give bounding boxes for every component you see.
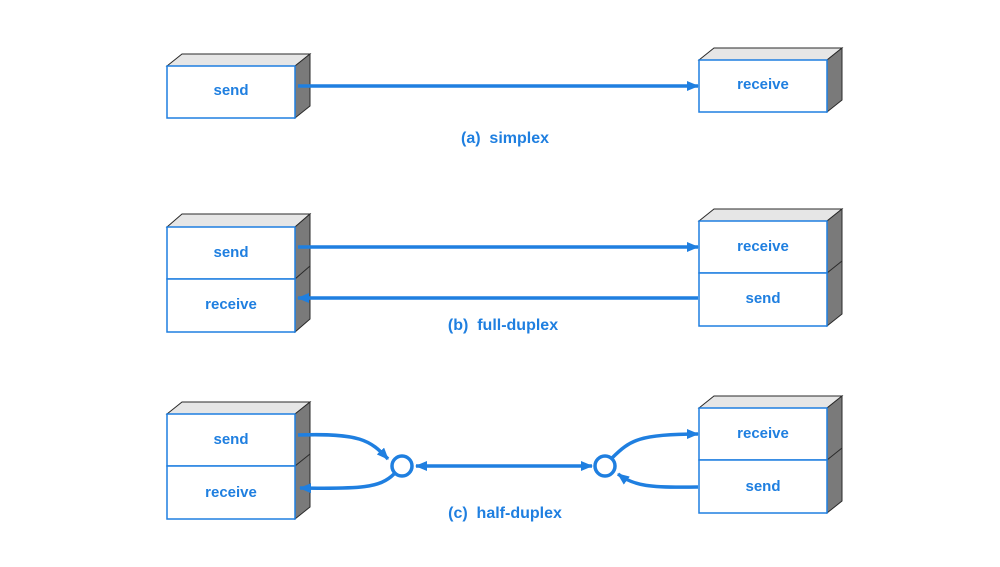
simplex-sender-box: send [165,52,312,120]
simplex-receiver-box: receive [697,46,844,114]
half-duplex-left-receive-label: receive [205,484,257,501]
half-duplex-left-send-label: send [213,431,248,448]
half-duplex-right-switch-node [593,454,617,478]
simplex-caption: (a) simplex [461,130,549,147]
full-duplex-right-send-label: send [745,290,780,307]
full-duplex-left-send-label: send [213,244,248,261]
full-duplex-section: send receive receive send (b) full-duple… [165,207,844,334]
simplex-section: send receive (a) simplex [165,46,844,147]
half-duplex-right-box: receive send [697,394,844,515]
full-duplex-left-box: send receive [165,212,312,334]
half-duplex-right-receive-path [610,429,699,460]
simplex-sender-send-label: send [213,82,248,99]
half-duplex-caption: (c) half-duplex [448,505,562,522]
full-duplex-caption: (b) full-duplex [448,317,558,334]
half-duplex-left-switch-node [390,454,414,478]
full-duplex-left-receive-label: receive [205,296,257,313]
full-duplex-right-box: receive send [697,207,844,328]
half-duplex-right-send-path [616,472,699,489]
simplex-receiver-receive-label: receive [737,76,789,93]
half-duplex-right-receive-label: receive [737,425,789,442]
half-duplex-left-box: send receive [165,400,312,521]
half-duplex-left-receive-path [299,472,396,494]
half-duplex-section: send receive receive send (c) half-duple… [165,394,844,522]
full-duplex-right-receive-label: receive [737,238,789,255]
half-duplex-right-send-label: send [745,478,780,495]
half-duplex-left-send-path [297,432,390,461]
